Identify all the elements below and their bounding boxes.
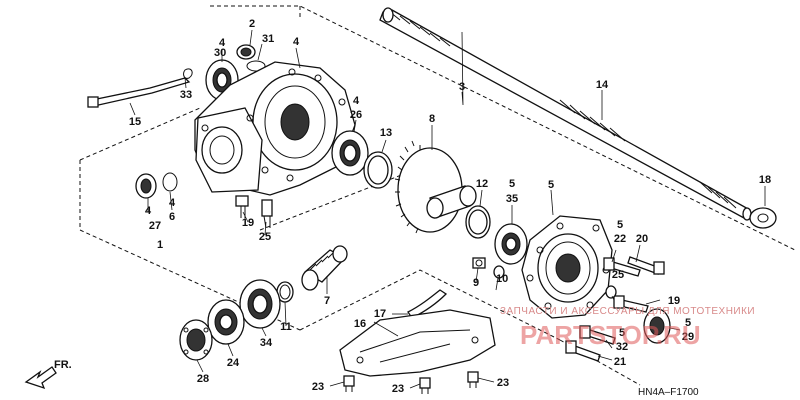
- callout-17: 17: [374, 308, 386, 320]
- oil-seal-29[interactable]: [643, 308, 671, 344]
- washer-25-right[interactable]: [605, 285, 617, 299]
- callout-28: 28: [197, 373, 209, 385]
- callout-8: 8: [429, 113, 435, 125]
- callout-25-left: 25: [259, 231, 271, 243]
- bolt-23-right[interactable]: [467, 371, 479, 388]
- callout-7: 7: [324, 295, 330, 307]
- shim-12[interactable]: [465, 205, 491, 239]
- callout-20: 20: [636, 233, 648, 245]
- bolt-32[interactable]: [579, 325, 616, 345]
- callout-14: 14: [596, 79, 609, 91]
- bolt-23-mid[interactable]: [419, 377, 431, 394]
- oil-seal-2[interactable]: [236, 44, 256, 60]
- bolt-19-right[interactable]: [613, 295, 649, 313]
- callout-4-clip: 4: [169, 197, 176, 209]
- callout-4-needle: 4: [145, 205, 152, 217]
- callout-4-top: 4: [219, 37, 226, 49]
- breather-tube-15[interactable]: [87, 68, 193, 108]
- callout-5-seal: 5: [685, 317, 691, 329]
- final-gear-case-4[interactable]: [194, 61, 356, 196]
- bolt-19[interactable]: [235, 195, 249, 218]
- callout-5-cover: 5: [548, 179, 554, 191]
- front-marker: FR.: [24, 359, 72, 390]
- callout-5-bolt: 5: [617, 219, 623, 231]
- callout-23-left: 23: [312, 381, 324, 393]
- callout-26: 26: [350, 109, 362, 121]
- callout-18: 18: [759, 174, 771, 186]
- callout-12: 12: [476, 178, 488, 190]
- callout-24: 24: [227, 357, 240, 369]
- bolt-22[interactable]: [603, 257, 641, 277]
- watermark: ЗАПЧАСТИ И АКСЕССУАРЫ ДЛЯ МОТОТЕХНИКИ PA…: [500, 306, 755, 350]
- bearing-34[interactable]: [239, 279, 281, 329]
- snap-ring-6[interactable]: [162, 172, 178, 192]
- callout-33: 33: [180, 89, 192, 101]
- callout-16: 16: [354, 318, 366, 330]
- callout-3: 3: [459, 81, 465, 93]
- ring-gear-8[interactable]: [394, 140, 477, 234]
- callout-25-right: 25: [612, 269, 624, 281]
- bolt-21[interactable]: [565, 340, 601, 362]
- callout-30: 30: [214, 47, 226, 59]
- callout-13: 13: [380, 127, 392, 139]
- shim-13[interactable]: [363, 151, 393, 189]
- callout-32: 32: [616, 341, 628, 353]
- bearing-35[interactable]: [494, 223, 528, 265]
- callout-19-right: 19: [668, 295, 680, 307]
- callout-11: 11: [280, 321, 292, 333]
- callout-34: 34: [260, 337, 273, 349]
- washer-18[interactable]: [749, 207, 777, 229]
- callouts: 4 30 2 31 4 33 15 3 14 18 4 26 13 8 12 5…: [129, 18, 771, 395]
- callout-5-bearing: 5: [509, 178, 515, 190]
- callout-35: 35: [506, 193, 518, 205]
- bolt-9[interactable]: [472, 257, 486, 269]
- callout-29: 29: [682, 331, 694, 343]
- callout-27: 27: [149, 220, 161, 232]
- callout-19-left: 19: [242, 217, 254, 229]
- watermark-line2: PARTSTOP.RU: [520, 320, 701, 350]
- callout-5-bolt32: 5: [619, 327, 625, 339]
- callout-23-mid: 23: [392, 383, 404, 395]
- callout-31: 31: [262, 33, 274, 45]
- callout-21: 21: [614, 356, 626, 368]
- callout-10: 10: [496, 273, 508, 285]
- front-label: FR.: [54, 359, 72, 371]
- callout-2: 2: [249, 18, 255, 30]
- pinion-joint-28[interactable]: [179, 319, 213, 361]
- drive-pinion-7[interactable]: [301, 245, 348, 291]
- skid-plate-16[interactable]: [339, 309, 496, 377]
- callout-15: 15: [129, 116, 141, 128]
- callout-6: 6: [169, 211, 175, 223]
- callout-4-case: 4: [293, 36, 300, 48]
- callout-1: 1: [157, 239, 163, 251]
- callout-22: 22: [614, 233, 626, 245]
- callout-4-bearing: 4: [353, 95, 360, 107]
- leader-lines: [129, 29, 766, 389]
- bolt-25[interactable]: [261, 199, 273, 229]
- bearing-26[interactable]: [331, 130, 369, 176]
- oil-seal-24[interactable]: [207, 299, 245, 345]
- front-arrow-icon: [24, 366, 57, 390]
- diagram-code: HN4A–F1700: [638, 387, 699, 398]
- watermark-line1: ЗАПЧАСТИ И АКСЕССУАРЫ ДЛЯ МОТОТЕХНИКИ: [500, 306, 755, 317]
- callout-9: 9: [473, 277, 479, 289]
- gear-case-cover-5[interactable]: [521, 215, 613, 319]
- washer-10[interactable]: [493, 265, 505, 279]
- bolt-23-left[interactable]: [343, 375, 355, 392]
- needle-bearing-27[interactable]: [135, 173, 157, 199]
- callout-23-right: 23: [497, 377, 509, 389]
- axle-shaft[interactable]: [379, 7, 752, 221]
